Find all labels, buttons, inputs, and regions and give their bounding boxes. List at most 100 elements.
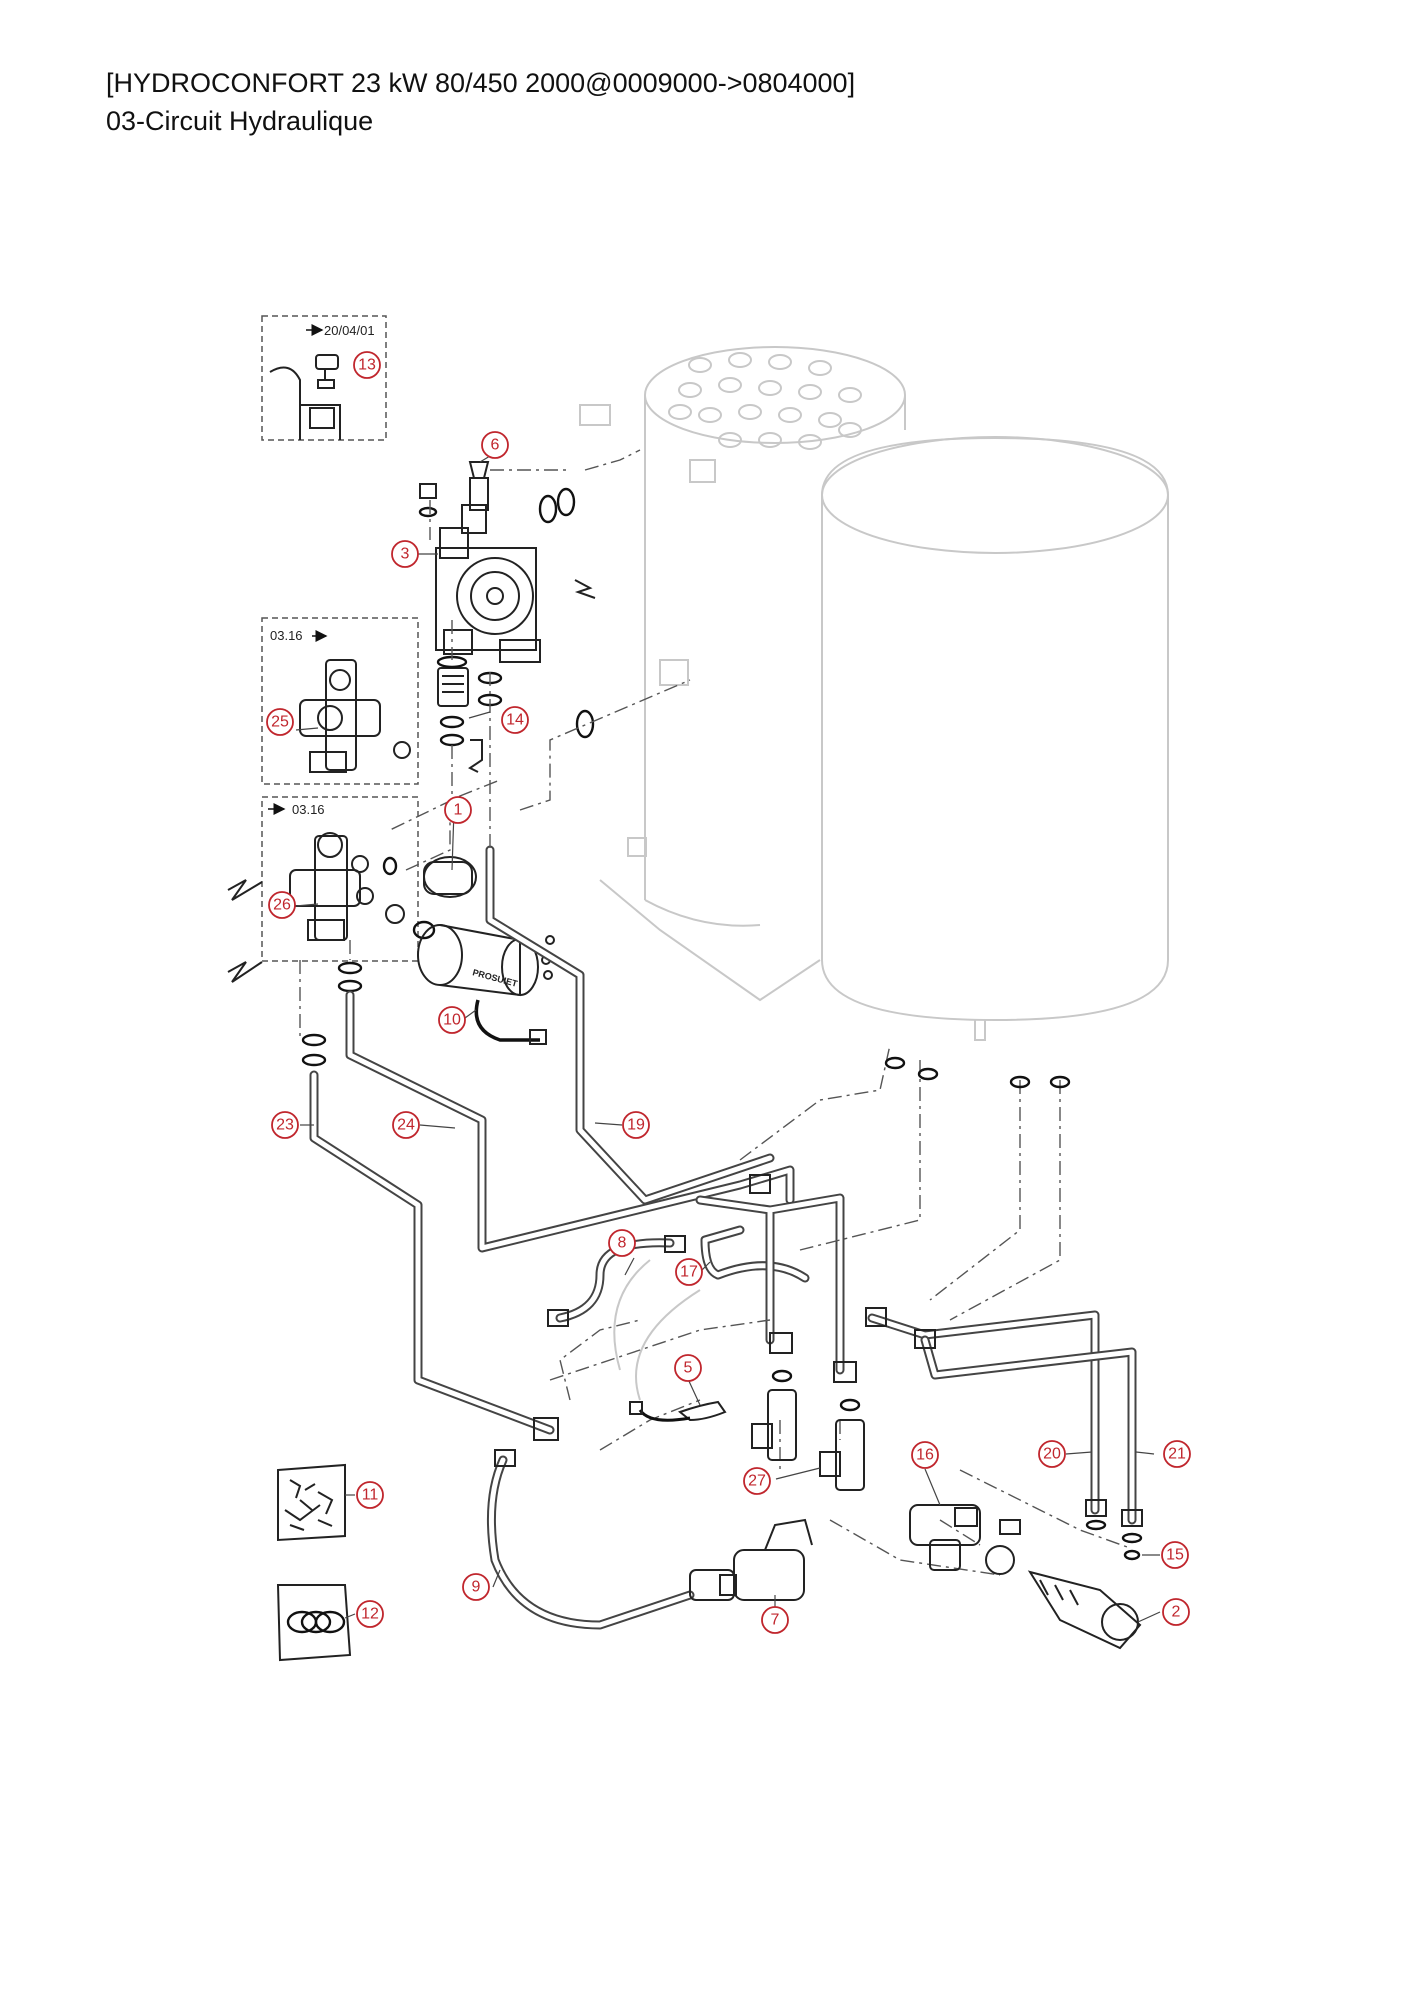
pipe-9 xyxy=(486,1417,695,1630)
svg-text:PROSUIET: PROSUIET xyxy=(471,967,519,989)
o-ring-kit-bag-12 xyxy=(276,1584,352,1662)
svg-text:03.16: 03.16 xyxy=(292,802,325,817)
pipe-19 xyxy=(485,845,775,1205)
fittings-kit-bag-11 xyxy=(277,1463,346,1542)
assembly-lines xyxy=(299,449,1131,1576)
inset-box-26 xyxy=(261,796,419,962)
leader-lines xyxy=(295,455,1161,1623)
callout-20[interactable]: 20 xyxy=(1038,1440,1066,1468)
pipe-17 xyxy=(700,1225,810,1283)
rear-tank xyxy=(579,346,906,1002)
svg-text:20/04/01: 20/04/01 xyxy=(324,323,375,338)
callout-23[interactable]: 23 xyxy=(271,1111,299,1139)
clip-b xyxy=(468,739,483,773)
callout-26[interactable]: 26 xyxy=(268,891,296,919)
three-way-valve-26 xyxy=(289,832,405,941)
valve-6 xyxy=(468,461,490,511)
page-subtitle: 03-Circuit Hydraulique xyxy=(106,106,374,136)
o-ring-b xyxy=(556,487,576,517)
washers-15 xyxy=(1085,1519,1143,1561)
callout-24[interactable]: 24 xyxy=(392,1111,420,1139)
inset-label-mid: 03.16 xyxy=(270,628,328,643)
callout-17[interactable]: 17 xyxy=(675,1258,703,1286)
safety-valve-27a xyxy=(751,1369,797,1461)
pressure-valve-7 xyxy=(689,1518,813,1601)
svg-text:16: 16 xyxy=(916,1447,934,1464)
callout-14[interactable]: 14 xyxy=(501,706,529,734)
callout-25[interactable]: 25 xyxy=(266,708,294,736)
svg-text:20: 20 xyxy=(1043,1446,1061,1463)
svg-text:03.16: 03.16 xyxy=(270,628,303,643)
pipe-23 xyxy=(309,1070,555,1435)
callout-1[interactable]: 1 xyxy=(444,796,472,824)
callout-19[interactable]: 19 xyxy=(622,1111,650,1139)
svg-text:9: 9 xyxy=(472,1579,481,1596)
cap-nut xyxy=(418,483,438,518)
page-title: [HYDROCONFORT 23 kW 80/450 2000@0009000-… xyxy=(106,68,856,98)
svg-text:11: 11 xyxy=(362,1487,379,1504)
svg-text:23: 23 xyxy=(276,1117,294,1134)
lower-tank-outline-2 xyxy=(635,1289,701,1401)
tee-junction xyxy=(695,1174,857,1383)
callout-12[interactable]: 12 xyxy=(356,1600,384,1628)
callout-8[interactable]: 8 xyxy=(608,1229,636,1257)
tank-outlet-rings xyxy=(884,1056,1071,1089)
lower-tank-outline xyxy=(613,1259,651,1371)
heat-exchanger-holes xyxy=(668,352,862,450)
svg-text:27: 27 xyxy=(748,1473,766,1490)
inset-label-top: 20/04/01 xyxy=(306,323,375,338)
pipe-o-rings xyxy=(301,961,363,1067)
svg-text:21: 21 xyxy=(1168,1446,1186,1463)
callout-7[interactable]: 7 xyxy=(761,1606,789,1634)
valve-motor-1 xyxy=(423,856,477,898)
clip-a xyxy=(574,579,596,599)
svg-text:1: 1 xyxy=(454,802,463,819)
svg-text:26: 26 xyxy=(273,897,291,914)
svg-text:3: 3 xyxy=(401,546,410,563)
callout-13[interactable]: 13 xyxy=(353,351,381,379)
three-way-valve-25 xyxy=(299,659,411,773)
valve-13-drawing xyxy=(269,354,341,440)
o-ring-c xyxy=(575,709,595,739)
svg-text:6: 6 xyxy=(491,437,500,454)
clip-c xyxy=(227,879,263,901)
thermostatic-cartridge-2 xyxy=(1027,1570,1142,1650)
callout-16[interactable]: 16 xyxy=(911,1441,939,1469)
pipe-8-flexible xyxy=(547,1235,686,1327)
svg-text:12: 12 xyxy=(361,1606,379,1623)
callout-6[interactable]: 6 xyxy=(481,431,509,459)
sensor-5 xyxy=(629,1400,727,1422)
callout-15[interactable]: 15 xyxy=(1161,1541,1189,1569)
svg-text:15: 15 xyxy=(1166,1547,1184,1564)
callout-2[interactable]: 2 xyxy=(1162,1598,1190,1626)
seal-a xyxy=(412,920,436,940)
circulator-pump-3 xyxy=(435,504,541,663)
pipe-24 xyxy=(345,990,795,1253)
callout-11[interactable]: 11 xyxy=(356,1481,384,1509)
callout-5[interactable]: 5 xyxy=(674,1354,702,1382)
callout-3[interactable]: 3 xyxy=(391,540,419,568)
svg-text:10: 10 xyxy=(443,1012,461,1029)
svg-text:14: 14 xyxy=(506,712,524,729)
o-ring-a xyxy=(538,494,558,524)
inset-box-25 xyxy=(261,617,419,785)
mixing-valve-16 xyxy=(909,1504,1021,1575)
callout-27[interactable]: 27 xyxy=(743,1467,771,1495)
svg-text:24: 24 xyxy=(397,1117,415,1134)
union-14 xyxy=(436,655,503,747)
callout-10[interactable]: 10 xyxy=(438,1006,466,1034)
svg-text:5: 5 xyxy=(684,1360,693,1377)
inset-box-13 xyxy=(261,315,387,441)
pipe-20-21 xyxy=(865,1307,1143,1527)
svg-text:8: 8 xyxy=(618,1235,627,1252)
svg-text:17: 17 xyxy=(680,1264,698,1281)
svg-text:7: 7 xyxy=(771,1612,780,1629)
callout-21[interactable]: 21 xyxy=(1163,1440,1191,1468)
svg-text:19: 19 xyxy=(627,1117,645,1134)
main-storage-tank xyxy=(821,436,1169,1041)
callout-9[interactable]: 9 xyxy=(462,1573,490,1601)
svg-text:25: 25 xyxy=(271,714,289,731)
svg-text:13: 13 xyxy=(358,357,376,374)
clip-d xyxy=(227,961,263,983)
